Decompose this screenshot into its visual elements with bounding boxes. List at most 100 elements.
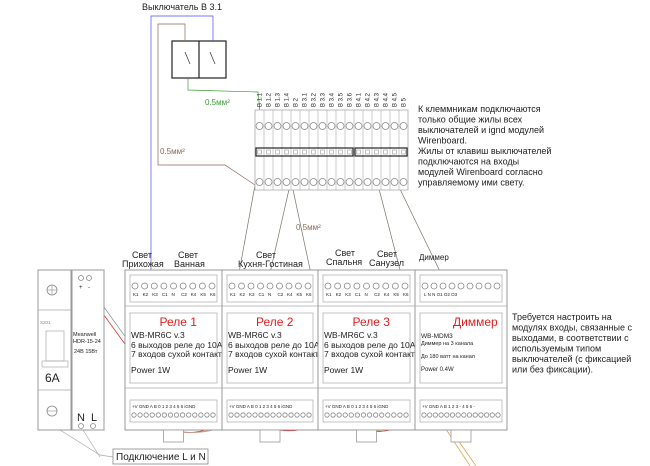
din-clip [450, 429, 472, 443]
terminal-label: В 1.4 [285, 92, 291, 107]
light-label: Свет [256, 250, 276, 260]
screw-terminal [210, 412, 216, 418]
screw-terminal [141, 282, 149, 290]
terminal-label: В 3.5 [339, 92, 345, 107]
terminal-jumper-hole [383, 149, 388, 155]
terminal-jumper-hole [293, 149, 298, 155]
screw-terminal [324, 282, 332, 290]
screw-terminal [438, 412, 444, 418]
screw-terminal [427, 412, 433, 418]
note-line: подключаются на входы [418, 157, 519, 167]
terminal-labels: +V GND A B 0 1 2 3 4 5 6 iGND [325, 404, 389, 409]
terminal-label: В 4.1 [357, 92, 363, 107]
terminal-label: K1 [326, 292, 332, 297]
terminal-jumper-hole [329, 149, 334, 155]
terminal-label: В 5 [402, 97, 408, 107]
screw-terminal [167, 412, 174, 418]
terminal-screw-top [300, 122, 309, 130]
bottom-terminal-strip [419, 399, 503, 423]
screw-terminal [391, 282, 399, 290]
terminal-screw-top [255, 122, 264, 130]
din-clip [259, 429, 281, 443]
terminal-screw-bottom [300, 178, 309, 186]
light-label: Кухня-Гостиная [238, 259, 303, 269]
note-line: Требуется настроить на [512, 312, 612, 322]
screw-terminal [295, 282, 302, 290]
screw-terminal [330, 412, 336, 418]
screw-terminal [444, 412, 450, 418]
screw-terminal [198, 282, 206, 290]
terminal-screw-bottom [381, 178, 390, 186]
screw-terminal [270, 412, 276, 418]
terminal-screw-bottom [291, 178, 300, 186]
screw-terminal [382, 282, 390, 290]
terminal-screw-top [309, 122, 318, 130]
screw-terminal [334, 282, 342, 290]
light-label: Диммер [419, 253, 449, 262]
screw-terminal [228, 282, 236, 290]
terminal-screw-bottom [273, 178, 282, 186]
terminal-screw-bottom [336, 178, 345, 186]
terminal-jumper-hole [275, 149, 280, 155]
terminal-label: K3 [249, 292, 255, 297]
light-label: Свет [335, 248, 355, 258]
terminal-jumper-hole [266, 149, 271, 155]
screw-terminal [285, 282, 293, 290]
terminal-label: В 4.2 [366, 92, 372, 107]
screw-terminal [258, 412, 264, 418]
screw-terminal [180, 412, 186, 418]
note-line: модулях входы, связанные с [512, 323, 632, 333]
terminal-jumper-hole [284, 149, 289, 155]
screw-terminal [240, 412, 246, 418]
terminal-screw-bottom [327, 178, 336, 186]
module-title: Реле 2 [256, 315, 294, 329]
terminal-jumper-hole [302, 149, 307, 155]
screw-terminal [247, 282, 255, 290]
screw-terminal [208, 282, 216, 290]
green-wire [187, 78, 261, 113]
screw-terminal [421, 282, 429, 290]
terminal-label: C2 [374, 292, 380, 297]
terminal-jumper-hole [401, 149, 406, 155]
bottom-terminal-strip [129, 399, 218, 423]
module-body [317, 269, 416, 431]
terminal-label: N [268, 292, 271, 297]
module-body [124, 269, 223, 431]
note-line: выключателей и ignd модулей [418, 125, 544, 135]
screw-terminal [204, 412, 210, 418]
terminal-jumper-hole [311, 149, 316, 155]
label-panel [226, 312, 314, 384]
screw-terminal [150, 282, 158, 290]
module-spec-1: Диммер на 3 канала [421, 341, 474, 347]
psu-brand: Meanwell [73, 332, 96, 338]
terminal-label: В 3.3 [321, 92, 327, 107]
terminal-label: K2 [240, 292, 246, 297]
terminal-screw-top [336, 122, 345, 130]
terminal-label: В 2 [294, 97, 300, 107]
terminal-screw-top [264, 122, 273, 130]
screw-terminal [300, 412, 306, 418]
terminal-label: В 1.2 [267, 92, 273, 107]
screw-terminal [373, 412, 379, 418]
screw-terminal [466, 412, 473, 418]
light-label: Санузел [369, 258, 404, 268]
module-body [221, 269, 319, 431]
screw-terminal [343, 282, 351, 290]
screw-terminal [466, 282, 474, 290]
screw-terminal [149, 412, 155, 418]
screw-terminal [192, 412, 198, 418]
terminal-label: C2 [181, 292, 187, 297]
module-spec-2: 7 входов сухой контакт [324, 349, 415, 359]
screw-terminal [397, 412, 403, 418]
module-power: Power 1W [228, 365, 267, 375]
screw-terminal [372, 282, 380, 290]
screw-terminal [472, 412, 478, 418]
switch [171, 40, 227, 79]
psu-l: L [91, 412, 97, 424]
screw-terminal [234, 412, 240, 418]
screw-terminal [484, 412, 490, 418]
note-line: выключателей (с фиксацией [512, 354, 631, 364]
